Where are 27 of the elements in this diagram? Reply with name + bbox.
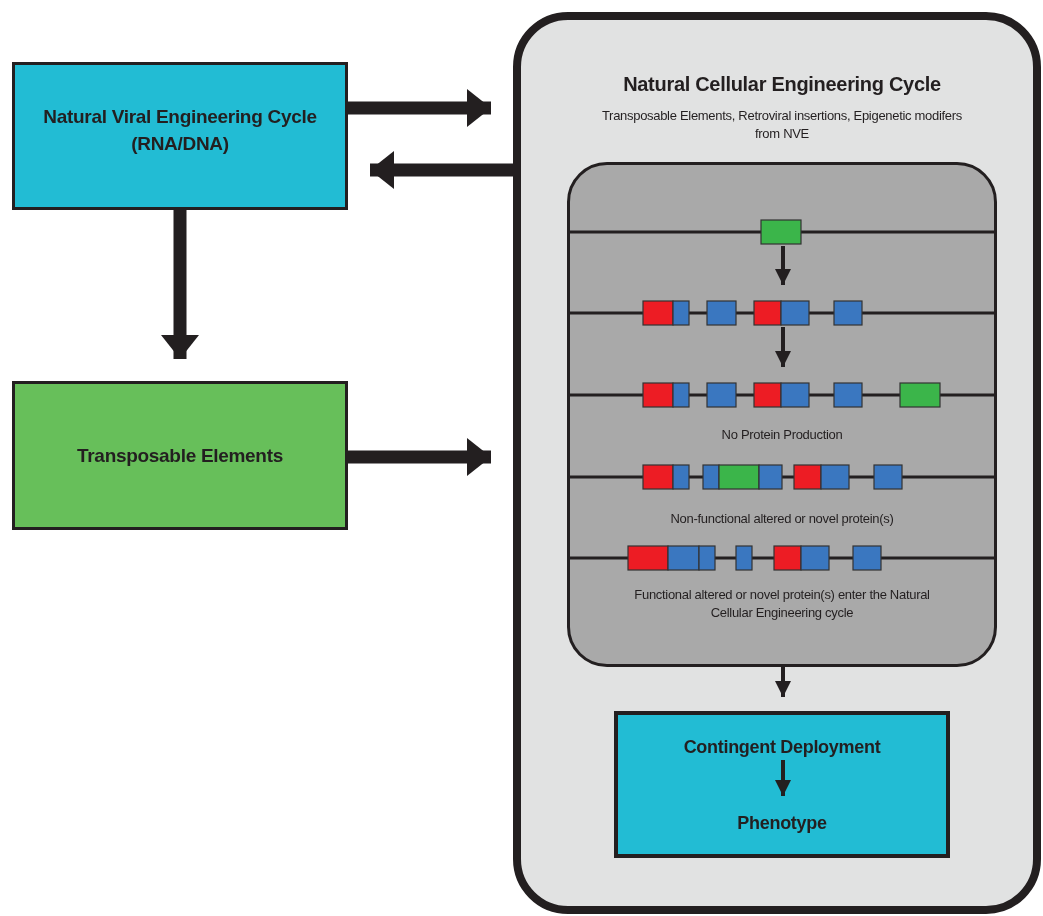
caption-text: Functional altered or novel protein(s) enter the Natural Cellular Engineering cycle: [633, 586, 931, 623]
process-box: [12, 381, 348, 530]
inner-panel: [567, 162, 997, 667]
box-label: Transposable Elements: [76, 444, 284, 468]
box-label: Phenotype: [640, 810, 924, 836]
panel-subtitle: Transposable Elements, Retroviral insertions, Epigenetic modifers from NVE: [600, 107, 964, 144]
arrow: [348, 438, 491, 476]
arrow: [370, 151, 513, 189]
caption-text: No Protein Production: [720, 426, 844, 444]
dna-strand-drawing: [570, 463, 994, 491]
outcome-box: [614, 711, 950, 858]
process-box: [12, 62, 348, 210]
dna-strand-drawing: [570, 381, 994, 409]
arrow: [161, 210, 199, 359]
arrow: [775, 667, 791, 697]
arrow: [775, 246, 791, 285]
box-label: Natural Viral Engineering Cycle (RNA/DNA): [42, 105, 318, 156]
dna-strand-drawing: [570, 544, 994, 572]
caption-text: Non-functional altered or novel protein(s): [669, 510, 895, 528]
arrow: [348, 89, 491, 127]
cycle-panel: [513, 12, 1041, 914]
arrow: [775, 327, 791, 367]
box-label: Contingent Deployment: [640, 734, 924, 760]
dna-strand-drawing: [570, 218, 994, 246]
panel-title: Natural Cellular Engineering Cycle: [622, 72, 942, 97]
dna-strand-drawing: [570, 299, 994, 327]
arrow: [775, 760, 791, 796]
